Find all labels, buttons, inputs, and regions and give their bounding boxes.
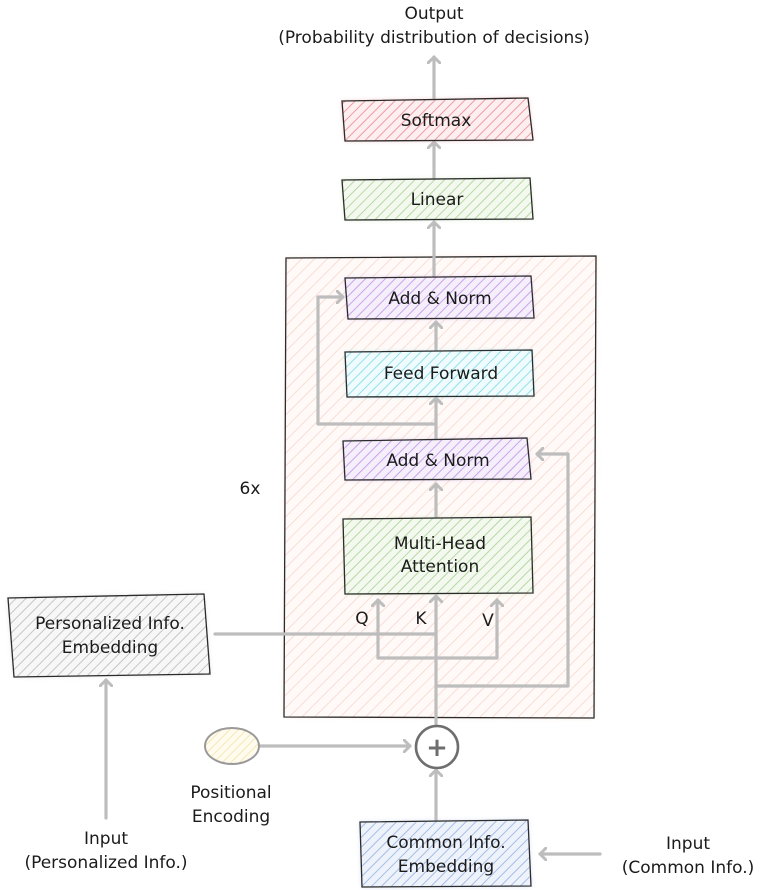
multi-head-attention-block: Multi-Head Attention (342, 516, 534, 595)
output-title: Output (404, 4, 463, 24)
repeat-label: 6x (240, 479, 261, 499)
arrow-residual-attn (434, 454, 570, 688)
common-label-line1: Common Info. (386, 833, 505, 853)
output-subtitle: (Probability distribution of decisions) (278, 28, 590, 48)
q-label: Q (355, 609, 368, 629)
linear-block: Linear (341, 177, 534, 221)
k-label: K (415, 609, 427, 629)
add-norm-top-label: Add & Norm (388, 289, 491, 309)
encoder-stack (283, 255, 597, 719)
feed-forward-label: Feed Forward (384, 364, 498, 384)
v-label: V (482, 611, 494, 631)
softmax-label: Softmax (401, 111, 472, 131)
input-personalized-line1: Input (84, 829, 128, 849)
personalized-label-line2: Embedding (62, 638, 158, 658)
add-operation-node: + (414, 724, 460, 770)
add-norm-bottom-label: Add & Norm (386, 451, 489, 471)
input-personalized-line2: (Personalized Info.) (24, 853, 187, 873)
feed-forward-block: Feed Forward (344, 349, 535, 398)
common-label-line2: Embedding (398, 857, 494, 877)
softmax-block: Softmax (341, 97, 534, 142)
arrow-v (434, 598, 497, 660)
input-common-line1: Input (666, 834, 710, 854)
arrow-residual-ff (316, 297, 438, 426)
arrow-q (378, 598, 438, 660)
linear-label: Linear (411, 190, 464, 210)
mha-label-line2: Attention (401, 557, 479, 577)
positional-label-line1: Positional (190, 783, 271, 803)
positional-encoding-node (204, 727, 260, 765)
personalized-embedding-block: Personalized Info. Embedding (7, 593, 211, 678)
positional-label-line2: Encoding (192, 807, 270, 827)
personalized-label-line1: Personalized Info. (35, 614, 185, 634)
input-common-line2: (Common Info.) (622, 858, 755, 878)
connectors (106, 55, 602, 854)
plus-icon: + (426, 733, 448, 763)
common-embedding-block: Common Info. Embedding (359, 819, 532, 888)
add-norm-top-block: Add & Norm (344, 275, 535, 320)
add-norm-bottom-block: Add & Norm (342, 437, 532, 481)
mha-label-line1: Multi-Head (394, 534, 486, 554)
